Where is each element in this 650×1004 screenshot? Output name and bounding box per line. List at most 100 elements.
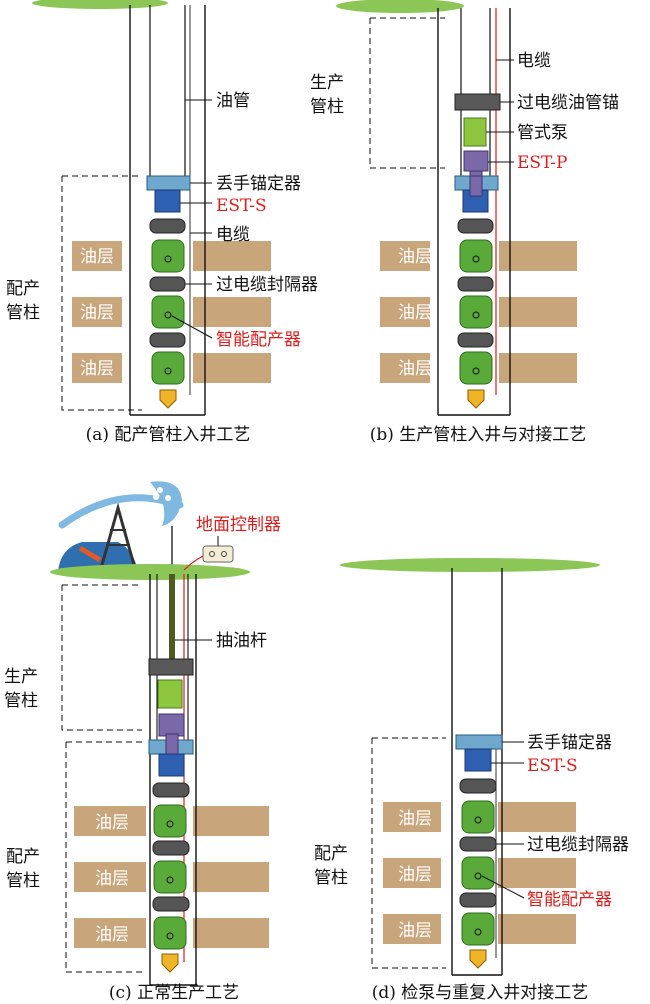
pump-label: 管式泵 — [517, 123, 568, 143]
oil-layer — [193, 241, 271, 271]
oil-layer — [380, 297, 430, 327]
oil-layer — [74, 918, 146, 948]
distributor-port-icon — [166, 876, 174, 884]
oil-layer-label: 油层 — [398, 247, 432, 267]
est-s-unit — [464, 748, 492, 772]
panel-b: 油层 油层 油层 生产 管柱 电缆 过电缆油管锚 — [310, 0, 619, 445]
panel-caption: (d) 检泵与重复入井对接工艺 — [372, 983, 589, 1003]
controller-cable — [183, 555, 204, 571]
string-label: 管柱 — [314, 868, 348, 888]
string-label: 配产 — [6, 279, 40, 299]
oil-layer — [383, 914, 441, 944]
ground-grass — [336, 0, 464, 13]
panel-caption: (b) 生产管柱入井与对接工艺 — [370, 425, 587, 445]
string-label: 管柱 — [4, 691, 38, 711]
oil-layer — [193, 806, 269, 836]
controller-knob-icon — [209, 551, 215, 557]
tubing-pump — [463, 117, 487, 147]
panel-caption: (c) 正常生产工艺 — [109, 983, 239, 1003]
string-bracket — [369, 17, 445, 169]
oil-layer — [193, 862, 269, 892]
distributor-port-icon — [164, 311, 172, 319]
packer — [457, 218, 494, 234]
packer — [152, 896, 190, 912]
oil-layer-label: 油层 — [398, 359, 432, 379]
release-anchor — [455, 734, 503, 750]
string-bracket — [61, 175, 142, 411]
tubing-pump — [157, 679, 183, 709]
panel-caption: (a) 配产管柱入井工艺 — [86, 425, 251, 445]
tubing-anchor-label: 过电缆油管锚 — [517, 93, 619, 113]
est-s-unit — [158, 753, 185, 777]
oil-layer — [380, 353, 430, 383]
packer — [457, 276, 494, 292]
string-label: 配产 — [6, 847, 40, 867]
distributor-port-icon — [474, 928, 482, 936]
distributor-label: 智能配产器 — [527, 890, 612, 910]
packer — [152, 840, 190, 856]
cable-tubing-anchor — [454, 93, 501, 111]
oil-layer — [72, 297, 122, 327]
oil-layer — [72, 241, 122, 271]
oil-layer-label: 油层 — [95, 813, 129, 833]
sucker-rod — [169, 574, 175, 660]
est-p-stem — [469, 175, 483, 197]
controller-label: 地面控制器 — [196, 515, 281, 535]
oil-layer — [499, 353, 577, 383]
oil-layer — [498, 858, 576, 888]
string-bracket — [65, 741, 142, 973]
oil-layer — [74, 862, 146, 892]
pumpjack-icon — [58, 481, 184, 573]
oil-layer — [380, 241, 430, 271]
est-s-label: EST-S — [527, 756, 578, 776]
est-p-stem — [165, 733, 179, 757]
string-label: 配产 — [314, 844, 348, 864]
est-p-unit — [463, 150, 489, 172]
distributor-port-icon — [472, 311, 480, 319]
packer-label: 过电缆封隔器 — [527, 835, 629, 855]
oil-layer — [383, 858, 441, 888]
string-label: 管柱 — [6, 303, 40, 323]
string-bracket — [61, 584, 142, 731]
packer — [459, 892, 497, 908]
guide-shoe — [467, 389, 485, 409]
est-p-label: EST-P — [517, 153, 567, 173]
oil-layer — [74, 806, 146, 836]
rod-label: 抽油杆 — [216, 631, 267, 651]
string-label: 生产 — [310, 73, 344, 93]
anchor-label: 丢手锚定器 — [216, 174, 301, 194]
distributor-port-icon — [474, 816, 482, 824]
panel-a: 油层 油层 油层 配产 管柱 油管 丢手锚定器 — [6, 0, 318, 445]
oil-layer-label: 油层 — [398, 303, 432, 323]
oil-layer — [498, 802, 576, 832]
packer — [457, 332, 494, 348]
guide-shoe — [159, 389, 177, 409]
distributor-port-icon — [474, 872, 482, 880]
oil-layer — [498, 914, 576, 944]
est-s-unit — [154, 189, 181, 213]
oil-layer-label: 油层 — [398, 865, 432, 885]
est-s-label: EST-S — [216, 196, 267, 216]
surface-controller-icon — [202, 545, 234, 563]
anchor-label: 丢手锚定器 — [527, 733, 612, 753]
packer — [459, 836, 497, 852]
controller-knob-icon — [221, 551, 227, 557]
oil-layer-label: 油层 — [398, 809, 432, 829]
oil-layer — [499, 241, 577, 271]
oil-layer-label: 油层 — [95, 925, 129, 945]
oil-layer — [499, 297, 577, 327]
leader-line — [481, 875, 525, 899]
distributor-port-icon — [164, 367, 172, 375]
oil-layer-label: 油层 — [95, 869, 129, 889]
packer — [152, 782, 190, 798]
ground-grass — [32, 0, 168, 9]
tubing-label: 油管 — [216, 91, 250, 111]
release-anchor — [146, 175, 191, 191]
cable-tubing-anchor — [148, 658, 194, 676]
guide-shoe — [161, 953, 179, 973]
oil-layer — [72, 353, 122, 383]
distributor-port-icon — [472, 367, 480, 375]
packer — [149, 332, 186, 348]
oil-layer — [193, 297, 271, 327]
